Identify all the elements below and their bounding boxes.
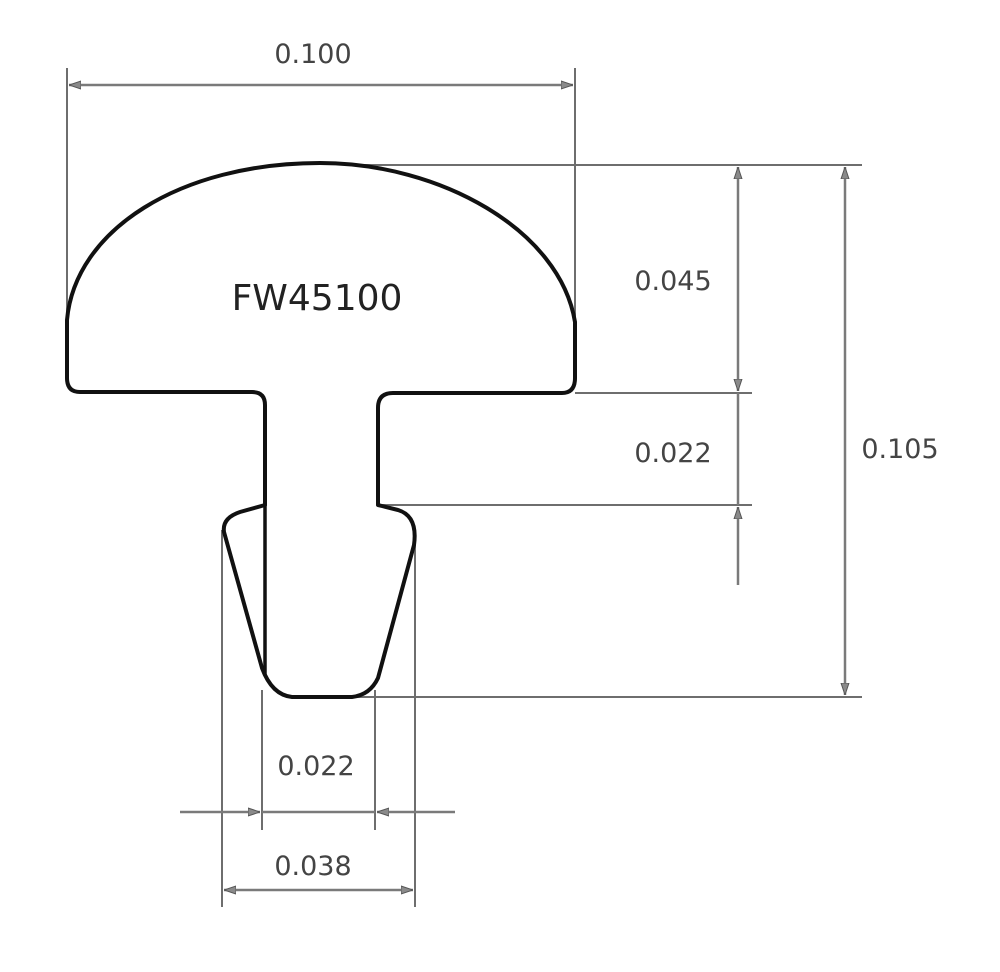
extension-lines: [66, 68, 862, 907]
crown-height-label: 0.045: [634, 266, 711, 297]
dimension-total-height: 0.105: [845, 167, 939, 695]
dimension-crown-width: 0.100: [69, 39, 573, 85]
tang-depth-label: 0.022: [634, 438, 711, 469]
tang-width-label: 0.022: [277, 751, 354, 782]
dimension-tang-depth: 0.022: [634, 393, 738, 585]
fret-profile-outline: [65, 161, 577, 699]
barb-width-label: 0.038: [274, 851, 351, 882]
dimension-tang-width: 0.022: [180, 751, 455, 812]
dimension-barb-width: 0.038: [224, 851, 413, 890]
part-name-label: FW45100: [232, 278, 403, 319]
crown-width-label: 0.100: [274, 39, 351, 70]
total-height-label: 0.105: [861, 434, 938, 465]
dimension-crown-height: 0.045: [634, 167, 738, 391]
